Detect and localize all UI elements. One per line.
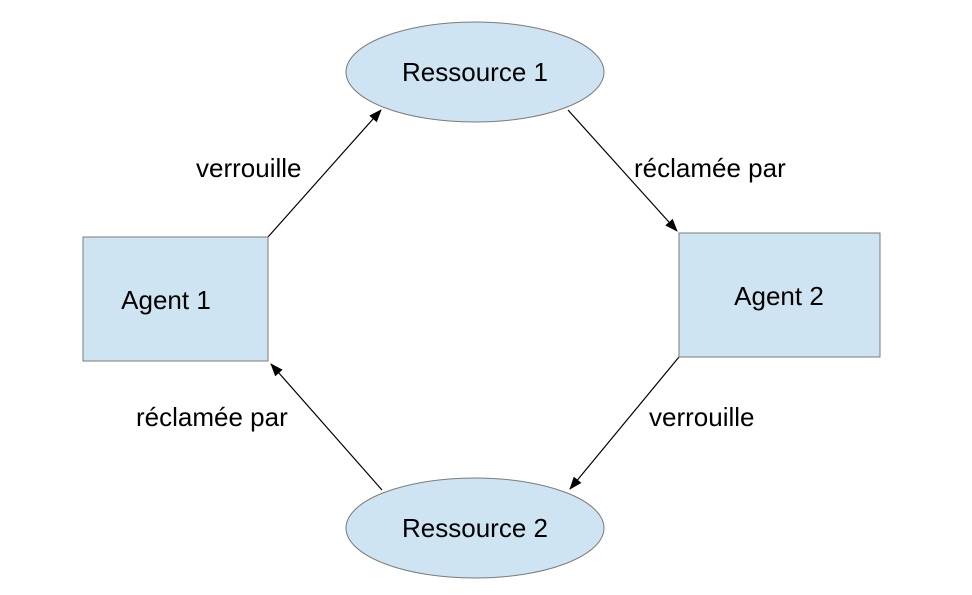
agent-2-label: Agent 2 bbox=[734, 281, 824, 311]
agent-1-shape bbox=[82, 236, 269, 362]
node-agent-2: Agent 2 bbox=[678, 232, 881, 358]
agent-2-shape bbox=[678, 232, 881, 358]
ressource-2-shape bbox=[345, 477, 605, 579]
node-ressource-1: Ressource 1 bbox=[345, 21, 605, 123]
edge-label-agent2-verrouille: verrouille bbox=[649, 402, 755, 432]
edge-ressource2-to-agent1 bbox=[270, 363, 383, 491]
edge-agent1-to-ressource1 bbox=[267, 109, 382, 238]
edge-label-agent2-reclamee-par: réclamée par bbox=[634, 153, 786, 183]
edge-agent2-to-ressource2 bbox=[569, 356, 680, 490]
edge-label-agent1-reclamee-par: réclamée par bbox=[136, 402, 288, 432]
edge-label-agent1-verrouille: verrouille bbox=[196, 153, 302, 183]
agent-1-label: Agent 1 bbox=[121, 285, 211, 315]
ressource-1-label: Ressource 1 bbox=[402, 57, 548, 87]
edge-ressource1-to-agent2 bbox=[567, 109, 678, 232]
ressource-1-shape bbox=[345, 21, 605, 123]
ressource-2-label: Ressource 2 bbox=[402, 513, 548, 543]
node-ressource-2: Ressource 2 bbox=[345, 477, 605, 579]
node-agent-1: Agent 1 bbox=[82, 236, 269, 362]
